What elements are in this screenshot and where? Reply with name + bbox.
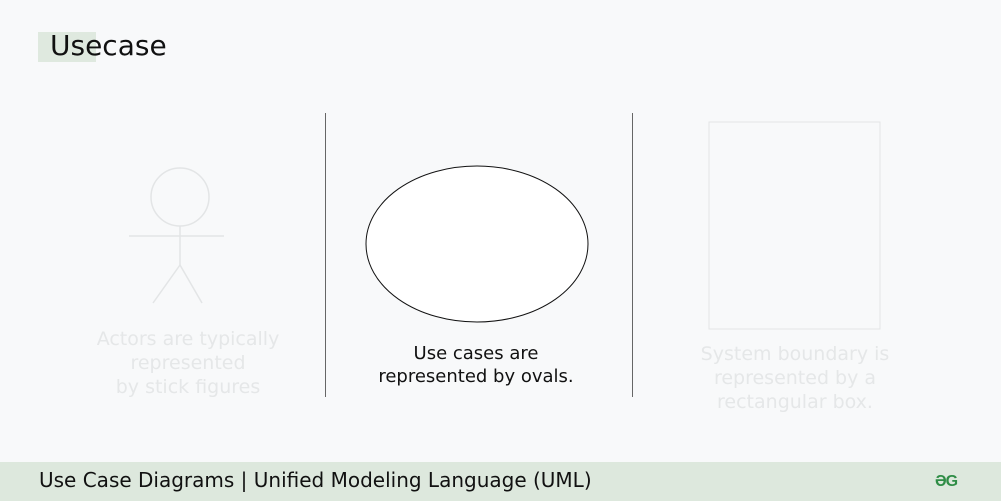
left-divider bbox=[325, 113, 326, 397]
system-boundary-caption-line-3: rectangular box. bbox=[717, 390, 873, 413]
actor-caption-line-3: by stick figures bbox=[115, 375, 261, 398]
use-case-caption-line-1: Use cases are bbox=[413, 343, 539, 364]
actor-caption-line-1: Actors are typically bbox=[96, 328, 280, 350]
title-accent bbox=[38, 32, 96, 62]
page-title: Usecase bbox=[50, 29, 167, 62]
use-case-oval-icon bbox=[365, 165, 589, 323]
footer-title: Use Case Diagrams | Unified Modeling Lan… bbox=[39, 468, 592, 492]
actor-illustration bbox=[129, 167, 224, 304]
system-boundary-caption-line-1: System boundary is bbox=[700, 343, 890, 365]
system-boundary-caption: System boundary is represented by a rect… bbox=[680, 343, 910, 414]
title-wrap: Usecase bbox=[38, 30, 167, 62]
actor-right-leg-icon bbox=[179, 264, 203, 304]
use-case-caption: Use cases are represented by ovals. bbox=[360, 343, 592, 388]
system-boundary-caption-line-2: represented by a bbox=[713, 366, 877, 389]
actor-caption-line-2: represented bbox=[130, 351, 246, 374]
use-case-caption-line-2: represented by ovals. bbox=[378, 365, 574, 387]
system-boundary-rectangle-icon bbox=[708, 121, 881, 330]
actor-left-leg-icon bbox=[152, 264, 181, 304]
actor-caption: Actors are typically represented by stic… bbox=[80, 328, 296, 399]
footer-bar: Use Case Diagrams | Unified Modeling Lan… bbox=[0, 462, 1001, 501]
gfg-logo-icon: ƏG bbox=[934, 473, 958, 490]
right-divider bbox=[632, 113, 633, 397]
actor-head-icon bbox=[150, 167, 210, 227]
